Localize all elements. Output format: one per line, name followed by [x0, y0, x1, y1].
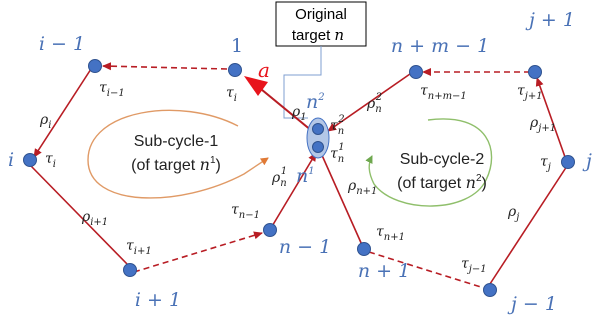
label-node-n-minus-1: n − 1 — [279, 236, 331, 258]
label-tau-i-top: τi — [226, 85, 237, 104]
dashed-edge-1-to-i-minus-1 — [102, 62, 228, 71]
label-rho-1: ρ1 — [291, 104, 307, 123]
label-rho-n2: ρn2 — [366, 92, 382, 115]
label-tau-j-plus-1: τj+1 — [517, 83, 543, 102]
edge-a-arrowhead — [244, 76, 268, 96]
label-tau-j-minus-1: τj−1 — [461, 256, 487, 275]
label-node-j: j — [582, 150, 592, 172]
edge-target-to-n-plus-1 — [320, 152, 363, 246]
box-line-1: Original — [295, 6, 347, 23]
label-tau-i-left: τi — [45, 151, 56, 170]
label-rho-n1: ρn1 — [271, 166, 287, 189]
edge-j-minus-1-to-j — [487, 165, 568, 288]
label-tau-i-minus-1: τi−1 — [99, 80, 125, 99]
label-tau-n-plus-m-minus-1: τn+m−1 — [420, 83, 467, 102]
box-line-2: target n — [292, 26, 344, 44]
label-rho-n-plus-1: ρn+1 — [347, 178, 377, 197]
sub-cycle-1-arrow — [87, 109, 269, 199]
edge-i-to-i-plus-1 — [30, 165, 129, 266]
label-node-n2: n2 — [306, 91, 325, 113]
dashed-edge-n-plus-1-to-j-minus-1 — [368, 251, 485, 289]
original-target-box — [275, 1, 367, 47]
label-tau-n2: τn2 — [330, 114, 345, 137]
node-n-plus-1 — [357, 242, 371, 256]
node-i — [23, 153, 37, 167]
label-node-j-plus-1: j + 1 — [525, 9, 575, 31]
edge-n-minus-1-to-target — [270, 152, 317, 229]
label-rho-j: ρj — [507, 204, 519, 223]
label-node-i-minus-1: i − 1 — [39, 33, 85, 55]
node-j-plus-1 — [528, 65, 542, 79]
node-i-minus-1 — [88, 59, 102, 73]
edge-n-plus-m-minus-1-to-target — [327, 73, 411, 132]
dashed-edge-i-plus-1-to-n-minus-1 — [133, 231, 263, 273]
sub-cycle-2-title: Sub-cycle-2 — [400, 151, 485, 168]
node-n1 — [312, 141, 324, 153]
label-node-i-plus-1: i + 1 — [135, 289, 181, 311]
label-tau-i-plus-1: τi+1 — [126, 238, 152, 257]
label-tau-j: τj — [540, 154, 551, 173]
label-rho-i: ρi — [39, 112, 51, 131]
sub-cycle-1-target: (of target n1) — [131, 155, 221, 174]
label-tau-n-plus-1: τn+1 — [376, 224, 405, 243]
label-node-1: 1 — [231, 35, 243, 57]
node-n-plus-m-minus-1 — [409, 65, 423, 79]
node-n-minus-1 — [263, 223, 277, 237]
box-connector — [283, 46, 322, 119]
label-rho-i-plus-1: ρi+1 — [81, 209, 108, 228]
label-node-j-minus-1: j − 1 — [507, 293, 557, 315]
label-tau-n1: τn1 — [330, 142, 345, 165]
label-rho-j-plus-1: ρj+1 — [529, 115, 556, 134]
sub-cycle-1-title: Sub-cycle-1 — [134, 133, 219, 150]
sub-cycle-2-target: (of target n2) — [397, 173, 487, 192]
label-node-n1: n1 — [296, 165, 315, 187]
edge-j-to-j-plus-1 — [535, 77, 566, 158]
node-j-minus-1 — [483, 283, 497, 297]
node-j — [561, 155, 575, 169]
node-n2 — [312, 123, 324, 135]
edge-i-minus-1-to-i — [33, 68, 92, 158]
label-node-n-plus-1: n + 1 — [358, 260, 410, 282]
label-node-n-plus-m-minus-1: n + m − 1 — [391, 35, 489, 57]
label-tau-n-minus-1: τn−1 — [231, 202, 260, 221]
label-node-i: i — [8, 149, 14, 171]
node-i-plus-1 — [123, 263, 137, 277]
sub-cycle-2-arc — [365, 118, 493, 207]
node-1 — [228, 63, 242, 77]
label-a: a — [258, 58, 270, 82]
